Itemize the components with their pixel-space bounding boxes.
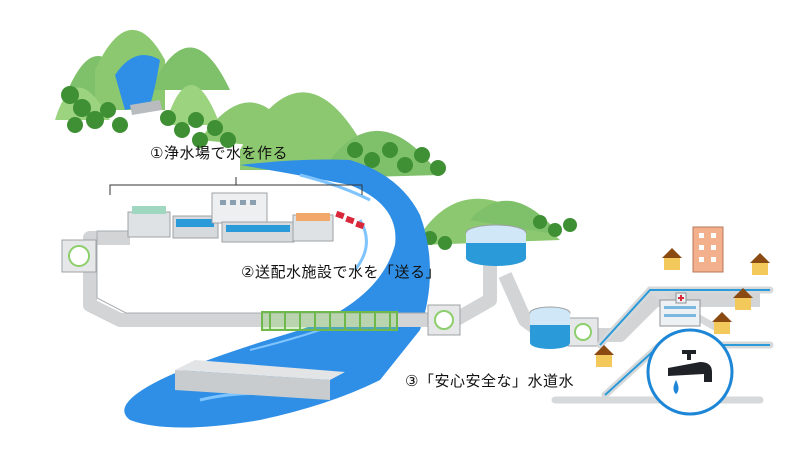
mountain-icon bbox=[150, 47, 230, 90]
house-icon bbox=[594, 345, 614, 367]
weir-icon bbox=[175, 360, 345, 400]
house-icon bbox=[750, 253, 770, 275]
apartment-icon bbox=[692, 226, 724, 273]
hospital-icon bbox=[659, 292, 701, 327]
step2-label: ②送配水施設で水を「送る」 bbox=[241, 263, 441, 281]
bridge-icon bbox=[261, 311, 398, 331]
house-icon bbox=[733, 288, 753, 310]
dam-icon bbox=[130, 100, 162, 115]
house-icon bbox=[662, 248, 682, 270]
step3-label: ③「安心安全な」水道水 bbox=[405, 372, 574, 390]
distribution-tank-icon bbox=[529, 306, 571, 349]
water-drop-icon bbox=[673, 380, 679, 394]
pump-icon bbox=[567, 317, 599, 347]
step1-label: ①浄水場で水を作る bbox=[150, 144, 288, 162]
intake-icon bbox=[335, 210, 365, 230]
reservoir-lake bbox=[115, 55, 160, 110]
reservoir-tank-icon bbox=[465, 224, 527, 266]
mountain-icon bbox=[165, 85, 220, 125]
faucet-icon bbox=[646, 328, 734, 416]
mountain-icon bbox=[240, 92, 370, 170]
house-icon bbox=[712, 312, 732, 334]
water-treatment-plant-icon bbox=[127, 192, 334, 243]
plant-bracket bbox=[109, 177, 363, 195]
pump-icon bbox=[427, 304, 461, 336]
pump-icon bbox=[61, 239, 97, 273]
forest bbox=[61, 86, 577, 250]
